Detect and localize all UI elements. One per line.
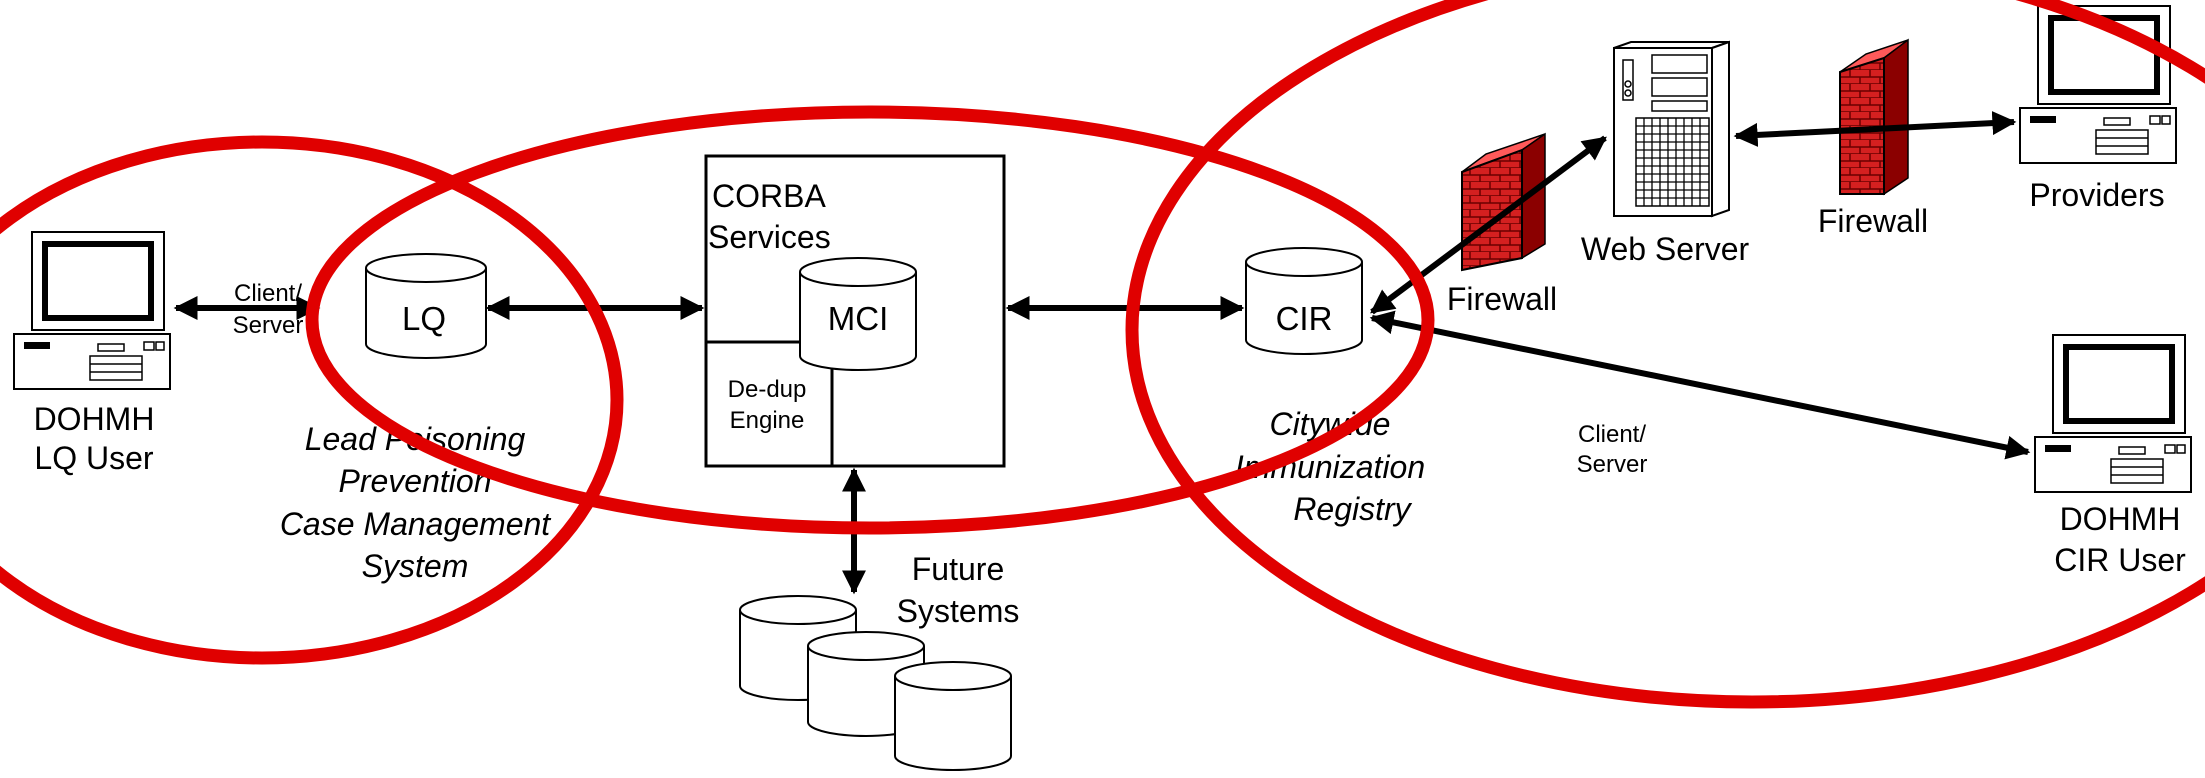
cir-to-web-server-arrow (1370, 135, 1607, 315)
cir-system-ring (1125, 0, 2205, 709)
lq-user-computer-icon (13, 231, 171, 390)
cir-client-server-label-1: Client/ (1578, 421, 1646, 448)
lead-system-label-3: Case Management (280, 506, 551, 542)
firewall-left-icon (1461, 132, 1546, 272)
dedup-label-2: Engine (730, 407, 805, 434)
lq-client-server-label-1: Client/ (234, 280, 302, 307)
firewall-right-icon (1839, 38, 1909, 196)
web-server-icon (1613, 40, 1730, 218)
providers-computer-icon (2019, 5, 2177, 164)
cir-to-cir-user-arrow (1369, 310, 2031, 460)
cir-system-label-3: Registry (1293, 491, 1412, 527)
lq-client-server-label-2: Server (233, 312, 304, 339)
firewall-left-label: Firewall (1447, 281, 1557, 317)
lq-user-label-1: DOHMH (34, 401, 155, 437)
system-boundary-rings (0, 0, 2205, 709)
corba-label-2: Services (708, 219, 831, 255)
web-server-label: Web Server (1581, 231, 1750, 267)
lq-database-icon (365, 253, 487, 359)
firewall-right-label: Firewall (1818, 203, 1928, 239)
cir-client-server-label-2: Server (1577, 451, 1648, 478)
future-systems-label-2: Systems (897, 593, 1020, 629)
lq-user-label-2: LQ User (34, 440, 153, 476)
providers-label: Providers (2029, 177, 2164, 213)
web-server-to-providers-arrow (1733, 111, 2017, 147)
corba-label-1: CORBA (712, 178, 826, 214)
lead-system-label-4: System (362, 548, 469, 584)
lead-system-ring (0, 135, 624, 665)
mci-db-label: MCI (828, 300, 889, 337)
future-systems-label-1: Future (912, 551, 1004, 587)
cir-db-label: CIR (1276, 300, 1333, 337)
cir-database-icon (1245, 247, 1363, 355)
dedup-label-1: De-dup (728, 376, 807, 403)
corba-ring (305, 105, 1435, 535)
future-systems-database-icons (739, 595, 1012, 771)
mci-database-icon (799, 257, 917, 371)
cir-user-label-2: CIR User (2054, 542, 2186, 578)
cir-user-computer-icon (2034, 334, 2192, 493)
lq-db-label: LQ (402, 300, 446, 337)
cir-user-label-1: DOHMH (2060, 501, 2181, 537)
